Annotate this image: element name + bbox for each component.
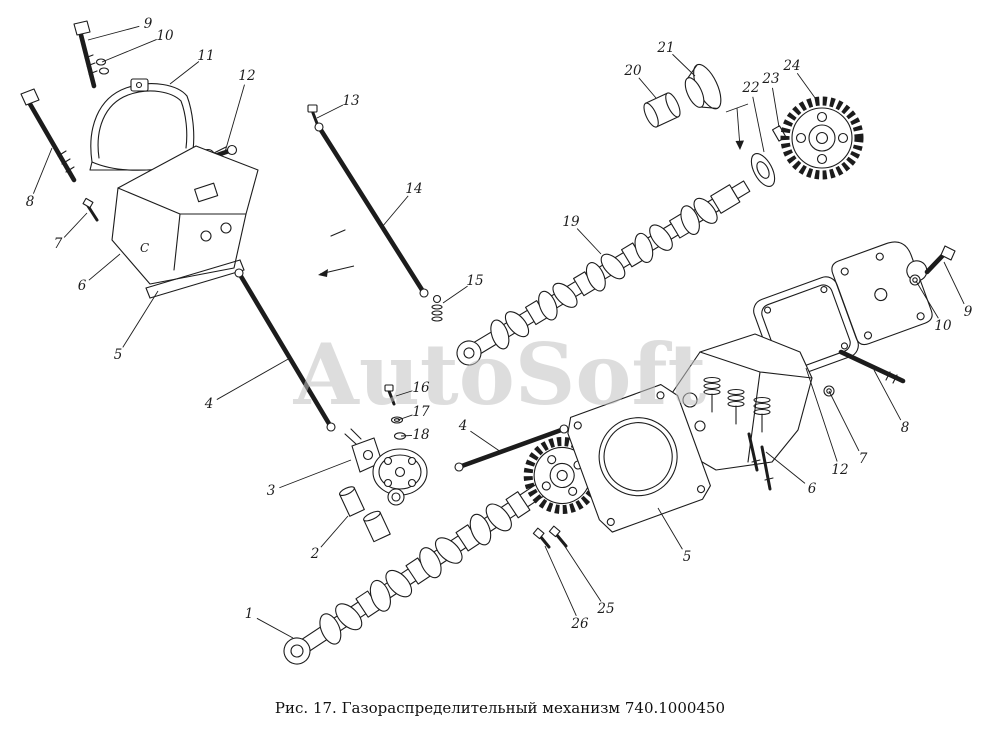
part-camshaft-1 (283, 436, 606, 665)
part-bearing-bracket-3 (344, 428, 428, 496)
part-label-19: 19 (562, 214, 580, 230)
part-label-25: 25 (596, 601, 614, 617)
leader-line-6 (88, 253, 121, 281)
part-label-20: 20 (623, 63, 642, 79)
leader-line-5 (122, 290, 159, 348)
part-pushrod-4-mid (454, 424, 569, 472)
part-tappet-spring-15 (431, 294, 443, 322)
part-camshaft-19 (456, 180, 751, 366)
leader-line-2 (320, 515, 349, 548)
part-label-7: 7 (859, 451, 868, 467)
part-thrust-washer-22 (750, 153, 776, 187)
part-label-8: 8 (901, 420, 910, 436)
leader-line-20 (638, 77, 657, 99)
leader-line-7 (63, 212, 88, 238)
part-label-21: 21 (656, 40, 674, 56)
leader-line-16 (395, 390, 413, 397)
leader-line-7 (828, 390, 860, 452)
leader-line-25 (563, 544, 602, 602)
part-head-stud-left (20, 88, 77, 183)
part-label-12: 12 (238, 68, 255, 84)
part-label-11: 11 (197, 48, 214, 64)
leader-line-15 (442, 285, 468, 304)
part-label-10: 10 (156, 28, 174, 44)
leader-line-11 (169, 61, 200, 85)
part-label-1: 1 (245, 606, 254, 622)
part-label-17: 17 (412, 404, 430, 420)
part-label-22: 22 (741, 80, 759, 96)
part-flange-cup-21 (684, 63, 722, 110)
leader-line-23 (772, 87, 780, 128)
part-small-stud-left (82, 197, 99, 222)
leader-line-19 (576, 228, 602, 255)
part-bushing-20 (643, 92, 681, 128)
part-valve-tappets-2 (339, 486, 405, 543)
leader-line-17 (397, 414, 413, 421)
part-label-26: 26 (570, 616, 589, 632)
part-pushrod-14 (314, 122, 429, 298)
leader-line-9 (943, 261, 965, 305)
leader-line-10 (101, 39, 157, 63)
leader-line-8 (32, 147, 53, 194)
part-valve-hardware-16-17-18 (384, 384, 407, 440)
part-label-6: 6 (808, 481, 817, 497)
leader-line-22 (752, 96, 765, 153)
leader-line-12 (805, 367, 838, 462)
leader-line-3 (279, 459, 352, 489)
part-label-5: 5 (114, 347, 123, 363)
leader-line-8 (873, 369, 902, 421)
leader-line-24 (796, 73, 819, 103)
part-label-10: 10 (934, 318, 952, 334)
leader-line-4 (470, 430, 502, 453)
part-label-7: 7 (54, 236, 63, 252)
leader-line-9 (87, 25, 140, 41)
part-pushrod-4-left (234, 268, 336, 432)
part-label-18: 18 (412, 427, 430, 443)
leader-line-18 (400, 434, 413, 437)
part-cover-bolt (73, 20, 110, 89)
part-cylinder-head-left: C (111, 145, 259, 285)
part-label-8: 8 (26, 194, 35, 210)
leader-line-26 (544, 545, 577, 616)
part-label-2: 2 (310, 546, 320, 562)
leader-line-21 (672, 53, 696, 77)
part-gear-bolts-25-26 (532, 525, 568, 549)
figure-caption: Рис. 17. Газораспределительный механизм … (274, 699, 726, 717)
part-pushrod-bolt-13 (307, 104, 320, 128)
leader-line-5 (657, 507, 683, 550)
part-pointer-bracket (725, 103, 749, 150)
part-head-studs-right (747, 432, 774, 491)
leader-line-6 (765, 451, 806, 484)
leader-line-13 (316, 104, 344, 119)
part-cover-bolt-right (909, 245, 956, 286)
part-label-4: 4 (204, 396, 214, 412)
part-head-gasket-plate-5 (567, 384, 711, 533)
part-label-4: 4 (458, 418, 468, 434)
part-label-23: 23 (761, 71, 779, 87)
part-label-3: 3 (267, 483, 276, 499)
leader-line-14 (381, 195, 409, 228)
part-long-stud-right (823, 349, 906, 397)
part-label-24: 24 (782, 58, 800, 74)
part-timing-gear-24 (780, 96, 864, 180)
leader-line-12 (224, 84, 245, 153)
part-label-9: 9 (144, 16, 153, 32)
part-label-9: 9 (964, 304, 973, 320)
part-label-12: 12 (831, 462, 848, 478)
watermark-text: AutoSoft (293, 325, 707, 424)
part-label-16: 16 (412, 380, 430, 396)
part-label-13: 13 (342, 93, 359, 109)
head-marking: C (140, 241, 149, 255)
leader-line-10 (915, 280, 939, 319)
part-labels-layer: 9101112131487651541617183211920212223249… (26, 16, 973, 639)
leader-line-4 (216, 357, 291, 400)
part-label-15: 15 (466, 273, 483, 289)
part-cylinder-head-right (665, 333, 813, 471)
part-head-gasket-left (145, 259, 245, 299)
leader-line-1 (256, 617, 294, 639)
part-label-14: 14 (405, 181, 422, 197)
part-label-6: 6 (78, 278, 87, 294)
part-label-5: 5 (683, 549, 692, 565)
